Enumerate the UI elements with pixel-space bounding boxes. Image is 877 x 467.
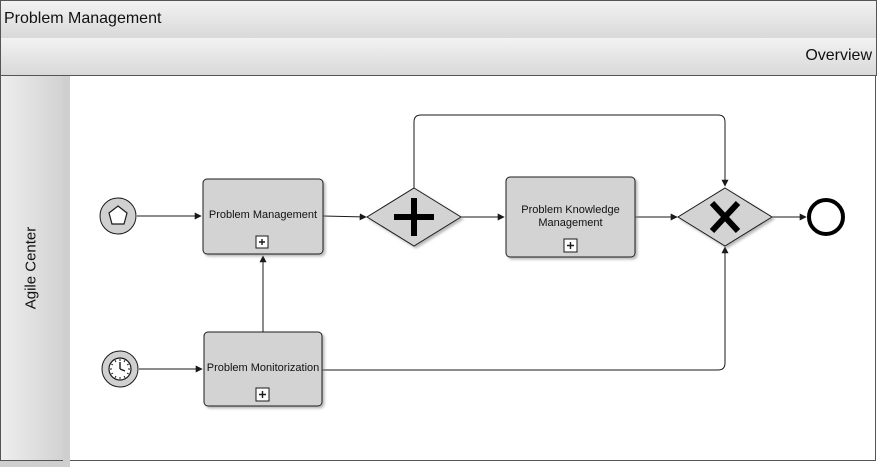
end-event[interactable] (807, 198, 845, 236)
exclusive-gateway[interactable] (677, 187, 773, 247)
start-event-timer[interactable] (101, 350, 139, 388)
plus-icon (394, 198, 434, 236)
task-problem-knowledge-management[interactable] (505, 176, 636, 258)
overview-label: Overview (805, 47, 872, 64)
lane-header (0, 76, 64, 461)
pool-title: Problem Management (4, 10, 162, 27)
subprocess-expand-icon (255, 235, 269, 249)
x-icon (709, 200, 741, 234)
lane-shadow (63, 76, 70, 467)
task-label-problem-management: Problem Management (208, 209, 318, 221)
task-label-problem-knowledge-management: Problem Knowledge Management (521, 204, 620, 229)
flow-monitorization-to-exclusive-gateway (322, 246, 729, 371)
flow-parallel-gateway-to-exclusive-gateway (413, 114, 729, 188)
task-problem-management[interactable] (202, 178, 324, 255)
clock-icon (108, 357, 132, 381)
lane-canvas (70, 76, 876, 461)
flow-problem-management-to-parallel-gateway (322, 213, 367, 221)
task-label-problem-monitorization: Problem Monitorization (206, 362, 320, 374)
pool-title-bar: Problem Management (0, 0, 877, 39)
lane-bottom-shadow (0, 461, 70, 467)
pentagon-icon (108, 205, 128, 225)
subprocess-expand-icon (563, 238, 578, 253)
sequence-flows (137, 114, 807, 373)
overview-header-bar: Overview (0, 38, 877, 76)
parallel-gateway[interactable] (366, 187, 462, 247)
start-event-multiple[interactable] (99, 197, 137, 235)
task-problem-monitorization[interactable] (203, 331, 323, 407)
subprocess-expand-icon (255, 387, 270, 402)
